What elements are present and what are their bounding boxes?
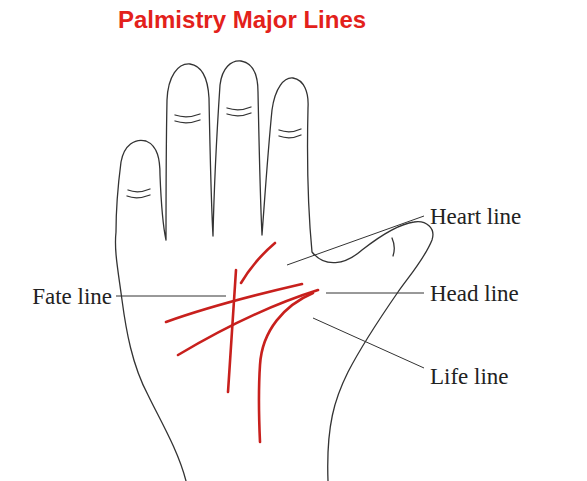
- life-line: [259, 293, 313, 442]
- heart-line: [241, 243, 275, 283]
- finger-crease: [279, 135, 301, 138]
- line-label: Fate line: [32, 285, 112, 308]
- hand-outline: [115, 61, 432, 481]
- finger-crease: [227, 107, 251, 110]
- finger-crease: [227, 113, 251, 116]
- finger-crease: [175, 114, 200, 117]
- diagram-title: Palmistry Major Lines: [118, 6, 366, 34]
- line-label: Heart line: [430, 205, 521, 228]
- finger-crease: [128, 189, 150, 192]
- leader-line: [116, 296, 226, 297]
- leader-line: [326, 293, 424, 294]
- finger-crease: [279, 129, 301, 132]
- head-line: [178, 290, 318, 355]
- finger-crease: [175, 120, 200, 123]
- leader-line: [287, 216, 424, 265]
- leader-line: [313, 318, 424, 368]
- thumb-crease: [392, 238, 394, 256]
- fate-line: [228, 270, 236, 392]
- line-label: Life line: [430, 365, 509, 388]
- finger-crease: [127, 195, 150, 198]
- line-label: Head line: [430, 282, 519, 305]
